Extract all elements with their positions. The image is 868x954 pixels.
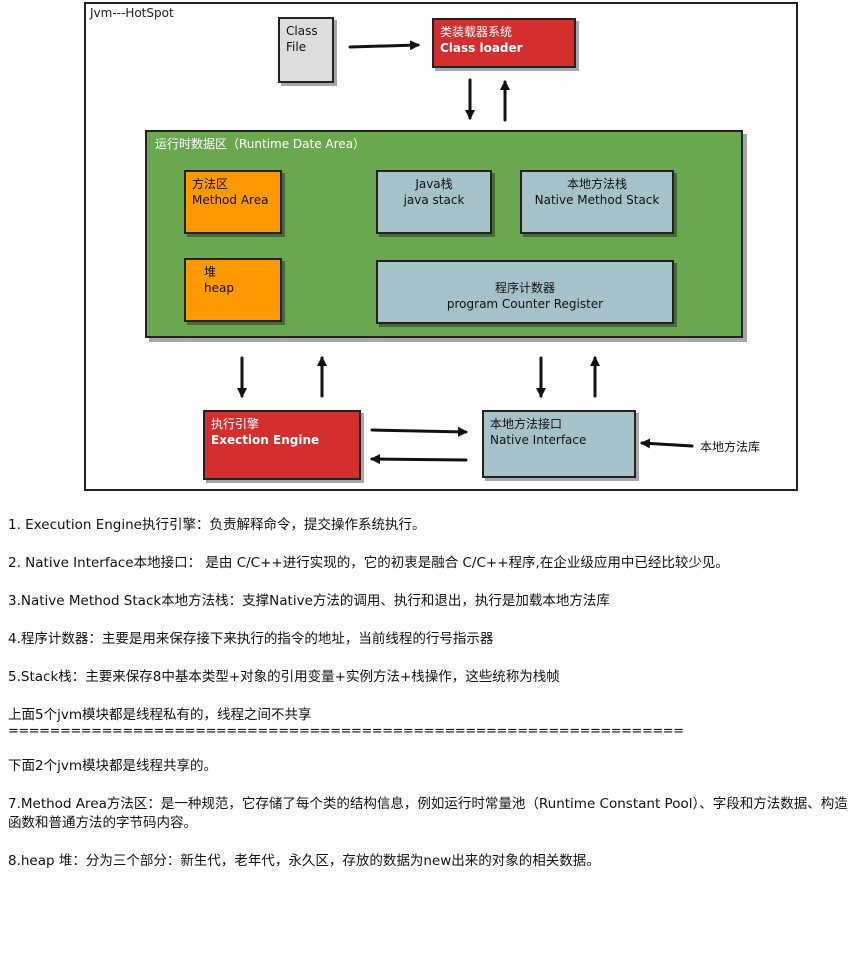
- heap-label-cn: 堆: [204, 265, 217, 279]
- native-method-stack-label-en: Native Method Stack: [534, 193, 660, 207]
- pc-register-label-cn: 程序计数器: [494, 281, 555, 295]
- java-stack-label-en: java stack: [403, 193, 465, 207]
- method-area-label-cn: 方法区: [192, 177, 229, 191]
- java-stack-label-cn: Java栈: [415, 177, 453, 191]
- heap-label-en: heap: [204, 281, 234, 295]
- arrow-native-to-engine: [370, 454, 468, 465]
- native-interface-label-en: Native Interface: [490, 433, 587, 447]
- native-method-stack-label-cn: 本地方法栈: [566, 177, 627, 191]
- execution-engine-label-cn: 执行引擎: [211, 417, 260, 431]
- separator-line: ========================================…: [8, 725, 684, 738]
- note-thread-private: 上面5个jvm模块都是线程私有的，线程之间不共享: [8, 707, 312, 723]
- note-program-counter: 4.程序计数器：主要是用来保存接下来执行的指令的地址，当前线程的行号指示器: [8, 631, 494, 647]
- arrow-engine-to-native: [370, 426, 468, 437]
- class-file-label-1: Class: [286, 24, 318, 38]
- note-heap: 8.heap 堆：分为三个部分：新生代，老年代，永久区，存放的数据为new出来的…: [8, 853, 600, 869]
- pc-register-box: 程序计数器 program Counter Register: [376, 260, 674, 324]
- arrow-classfile-to-loader: [348, 40, 420, 51]
- execution-engine-label-en: Exection Engine: [211, 433, 320, 447]
- method-area-box: 方法区 Method Area: [184, 170, 282, 234]
- note-thread-shared: 下面2个jvm模块都是线程共享的。: [8, 758, 217, 774]
- note-execution-engine: 1. Execution Engine执行引擎：负责解释命令，提交操作系统执行。: [8, 517, 426, 533]
- note-native-interface: 2. Native Interface本地接口： 是由 C/C++进行实现的，它…: [8, 555, 729, 571]
- pc-register-label-en: program Counter Register: [446, 297, 604, 311]
- execution-engine-box: 执行引擎 Exection Engine: [203, 410, 361, 480]
- heap-box: 堆 heap: [184, 258, 282, 322]
- frame-title: Jvm---HotSpot: [90, 6, 174, 20]
- class-loader-box: 类装载器系统 Class loader: [432, 18, 576, 68]
- class-file-label-2: File: [286, 40, 307, 54]
- java-stack-box: Java栈 java stack: [376, 170, 492, 234]
- diagram-arrows: [237, 40, 694, 465]
- native-interface-label-cn: 本地方法接口: [490, 417, 563, 431]
- class-loader-label-cn: 类装载器系统: [440, 25, 513, 39]
- arrow-lib-to-native: [640, 438, 694, 449]
- notes-section: 1. Execution Engine执行引擎：负责解释命令，提交操作系统执行。…: [8, 516, 860, 890]
- native-interface-box: 本地方法接口 Native Interface: [482, 410, 636, 478]
- method-area-label-en: Method Area: [192, 193, 269, 207]
- class-loader-label-en: Class loader: [440, 41, 523, 55]
- note-native-method-stack: 3.Native Method Stack本地方法栈：支撑Native方法的调用…: [8, 593, 610, 609]
- note-method-area: 7.Method Area方法区：是一种规范，它存储了每个类的结构信息，例如运行…: [8, 796, 848, 831]
- native-library-label: 本地方法库: [700, 440, 761, 454]
- jvm-frame: [84, 2, 798, 491]
- native-method-stack-box: 本地方法栈 Native Method Stack: [520, 170, 674, 234]
- note-stack: 5.Stack栈：主要来保存8中基本类型+对象的引用变量+实例方法+栈操作，这些…: [8, 669, 560, 685]
- runtime-data-area-title: 运行时数据区（Runtime Date Area）: [155, 137, 366, 151]
- class-file-box: Class File: [278, 17, 334, 83]
